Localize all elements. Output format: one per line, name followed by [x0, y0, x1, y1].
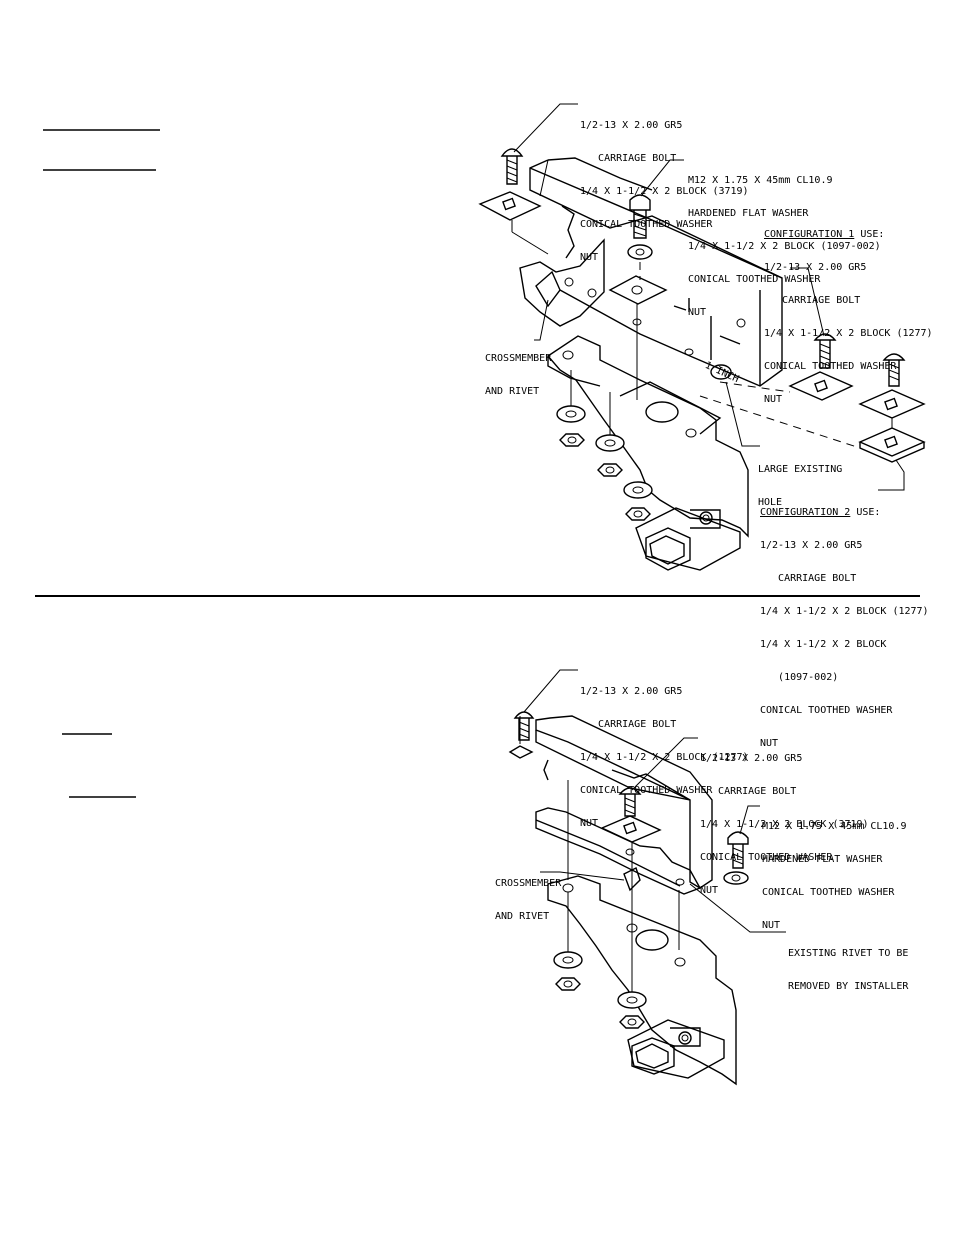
callout-m12-bolt: M12 X 1.75 X 45mm CL10.9 HARDENED FLAT W… — [688, 153, 881, 329]
label-line: NUT — [580, 818, 599, 829]
label-line: 1/4 X 1-1/2 X 2 BLOCK (1277) — [760, 606, 929, 617]
config2-use: USE: — [850, 507, 881, 518]
label-line: 1/2-13 X 2.00 GR5 — [764, 262, 867, 273]
label-line: CROSSMEMBER — [485, 353, 552, 364]
configuration-2-callout: CONFIGURATION 2 USE: 1/2-13 X 2.00 GR5 C… — [760, 485, 929, 760]
label-line: HOLE — [758, 497, 783, 508]
label-line: 1/2-13 X 2.00 GR5 — [580, 120, 683, 131]
label-line: NUT — [764, 394, 783, 405]
label-line: 1/2-13 X 2.00 GR5 — [580, 686, 683, 697]
label-line: CONICAL TOOTHED WASHER — [580, 785, 713, 796]
bottom-callout-carriage-bolt-3719: 1/2-13 X 2.00 GR5 CARRIAGE BOLT 1/4 X 1-… — [700, 731, 869, 907]
callout-carriage-bolt-3719: 1/2-13 X 2.00 GR5 CARRIAGE BOLT 1/4 X 1-… — [580, 98, 749, 274]
label-line: 1/4 X 1-1/2 X 2 BLOCK — [760, 639, 887, 650]
label-line: HARDENED FLAT WASHER — [762, 854, 883, 865]
config1-heading: CONFIGURATION 1 USE: — [764, 229, 933, 240]
large-existing-hole-label: LARGE EXISTING HOLE — [758, 442, 842, 519]
existing-rivet-label: EXISTING RIVET TO BE REMOVED BY INSTALLE… — [788, 926, 908, 1003]
config1-use: USE: — [854, 229, 885, 240]
config1-title: CONFIGURATION 1 — [764, 229, 855, 240]
label-line: NUT — [700, 885, 719, 896]
label-line: CARRIAGE BOLT — [764, 295, 861, 306]
label-line: CROSSMEMBER — [495, 878, 562, 889]
label-line: EXISTING RIVET TO BE — [788, 948, 909, 959]
label-line: NUT — [760, 738, 779, 749]
bottom-callout-carriage-bolt-1277: 1/2-13 X 2.00 GR5 CARRIAGE BOLT 1/4 X 1-… — [580, 664, 749, 840]
bottom-crossmember-label: CROSSMEMBER AND RIVET — [495, 856, 561, 933]
label-line: 1/4 X 1-1/2 X 2 BLOCK (3719) — [700, 819, 869, 830]
label-line: 1/2-13 X 2.00 GR5 — [760, 540, 863, 551]
bottom-callout-m12-bolt: M12 X 1.75 X 45mm CL10.9 HARDENED FLAT W… — [762, 799, 907, 942]
label-line: CONICAL TOOTHED WASHER — [760, 705, 893, 716]
dimension-text: 1 INCH — [703, 359, 741, 386]
label-line: CONICAL TOOTHED WASHER — [762, 887, 895, 898]
label-line: LARGE EXISTING — [758, 464, 843, 475]
label-line: REMOVED BY INSTALLER — [788, 981, 909, 992]
label-line: CARRIAGE BOLT — [700, 786, 797, 797]
label-line: 1/4 X 1-1/2 X 2 BLOCK (1277) — [580, 752, 749, 763]
label-line: NUT — [580, 252, 599, 263]
label-line: CONICAL TOOTHED WASHER — [688, 274, 821, 285]
label-line: CARRIAGE BOLT — [580, 719, 677, 730]
label-line: M12 X 1.75 X 45mm CL10.9 — [762, 821, 907, 832]
label-line: (1097-002) — [760, 672, 839, 683]
label-line: HARDENED FLAT WASHER — [688, 208, 809, 219]
label-line: CONICAL TOOTHED WASHER — [700, 852, 833, 863]
label-line: CONICAL TOOTHED WASHER — [580, 219, 713, 230]
label-line: 1/4 X 1-1/2 X 2 BLOCK (1097-002) — [688, 241, 881, 252]
label-line: CARRIAGE BOLT — [580, 153, 677, 164]
label-line: 1/2-13 X 2.00 GR5 — [700, 753, 803, 764]
label-line: CARRIAGE BOLT — [760, 573, 857, 584]
configuration-1-callout: CONFIGURATION 1 USE: 1/2-13 X 2.00 GR5 C… — [764, 207, 933, 416]
config2-heading: CONFIGURATION 2 USE: — [760, 507, 929, 518]
config2-title: CONFIGURATION 2 — [760, 507, 851, 518]
label-line: 1/4 X 1-1/2 X 2 BLOCK (3719) — [580, 186, 749, 197]
label-line: AND RIVET — [495, 911, 550, 922]
crossmember-label: CROSSMEMBER AND RIVET — [485, 331, 551, 408]
label-line: 1/4 X 1-1/2 X 2 BLOCK (1277) — [764, 328, 933, 339]
label-line: CONICAL TOOTHED WASHER — [764, 361, 897, 372]
label-line: M12 X 1.75 X 45mm CL10.9 — [688, 175, 833, 186]
label-line: AND RIVET — [485, 386, 540, 397]
label-line: NUT — [762, 920, 781, 931]
label-line: NUT — [688, 307, 707, 318]
